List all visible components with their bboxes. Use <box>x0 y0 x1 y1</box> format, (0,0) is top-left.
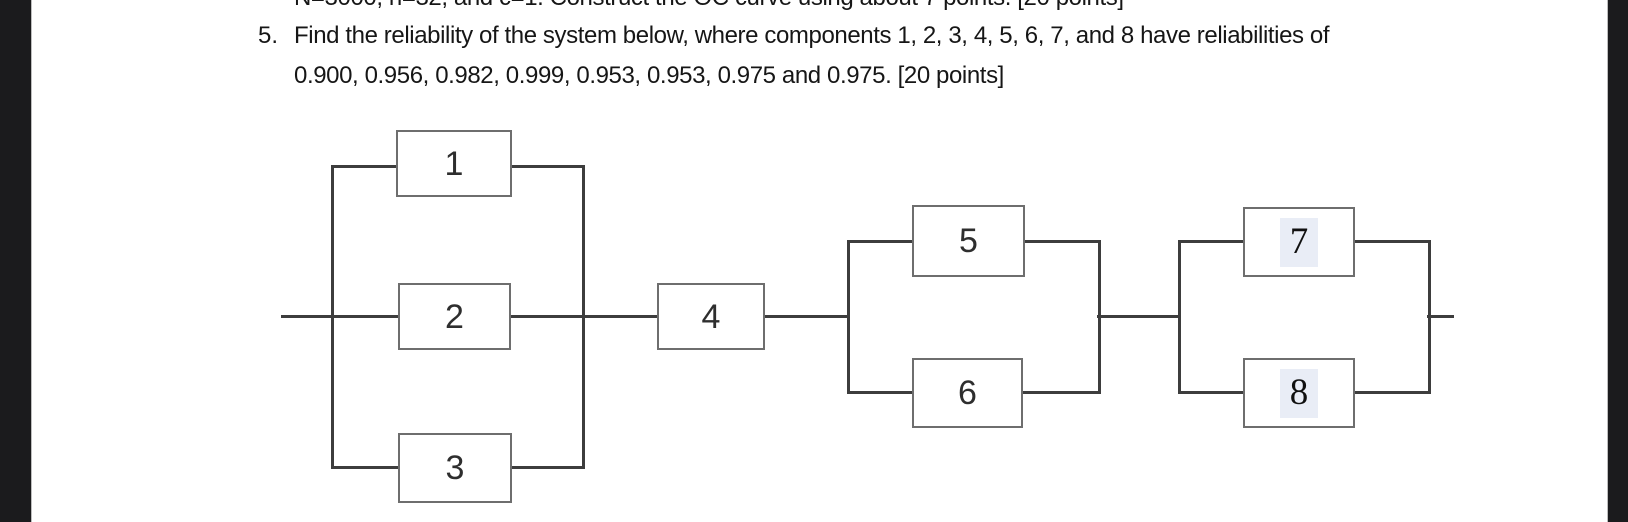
wire-comp6-left <box>847 391 915 394</box>
component-box-8: 8 <box>1243 358 1355 428</box>
wire-comp3-right <box>511 466 585 469</box>
component-label-5: 5 <box>959 222 978 260</box>
wire-comp8-left <box>1178 391 1245 394</box>
wire-blockB-to-blockC <box>1097 315 1181 318</box>
wire-comp1-right <box>511 165 585 168</box>
wire-comp5-right <box>1024 240 1101 243</box>
wire-blockB-right-bus <box>1098 240 1101 394</box>
component-label-6: 6 <box>958 374 977 412</box>
component-box-7: 7 <box>1243 207 1355 277</box>
question-text: Find the reliability of the system below… <box>294 16 1330 96</box>
component-label-8: 8 <box>1279 368 1319 418</box>
wire-comp7-right <box>1354 240 1431 243</box>
wire-comp7-left <box>1178 240 1245 243</box>
wire-blockC-right-bus <box>1428 240 1431 394</box>
component-label-3: 3 <box>445 449 465 487</box>
question-text-line2: 0.900, 0.956, 0.982, 0.999, 0.953, 0.953… <box>294 62 1004 89</box>
wire-blockA-right-bus <box>582 165 585 469</box>
component-box-3: 3 <box>398 433 512 503</box>
wire-comp4-to-blockB <box>764 315 850 318</box>
wire-blockB-left-bus <box>847 240 850 394</box>
component-box-4: 4 <box>657 283 765 350</box>
document-page: N=3000, n=32, and c=1. Construct the OC … <box>31 0 1608 522</box>
question-text-line1: Find the reliability of the system below… <box>294 22 1330 49</box>
wire-input-stub <box>281 315 399 318</box>
wire-output-stub <box>1427 315 1454 318</box>
wire-comp6-right <box>1022 391 1101 394</box>
component-label-4: 4 <box>701 297 721 336</box>
wire-comp8-right <box>1354 391 1431 394</box>
component-box-1: 1 <box>396 130 512 197</box>
wire-blockA-left-bus <box>331 165 334 469</box>
wire-blockC-left-bus <box>1178 240 1181 394</box>
question-number: 5. <box>258 22 279 49</box>
wire-blockA-to-comp4 <box>511 315 660 318</box>
component-label-7: 7 <box>1279 217 1319 267</box>
clipped-previous-line: N=3000, n=32, and c=1. Construct the OC … <box>294 0 1124 10</box>
wire-comp1-left <box>331 165 398 168</box>
wire-comp5-left <box>847 240 915 243</box>
component-label-2: 2 <box>445 297 464 336</box>
component-label-1: 1 <box>444 144 464 183</box>
wire-comp3-left <box>331 466 401 469</box>
component-box-2: 2 <box>398 283 511 350</box>
component-box-6: 6 <box>912 358 1023 428</box>
component-box-5: 5 <box>912 205 1025 277</box>
